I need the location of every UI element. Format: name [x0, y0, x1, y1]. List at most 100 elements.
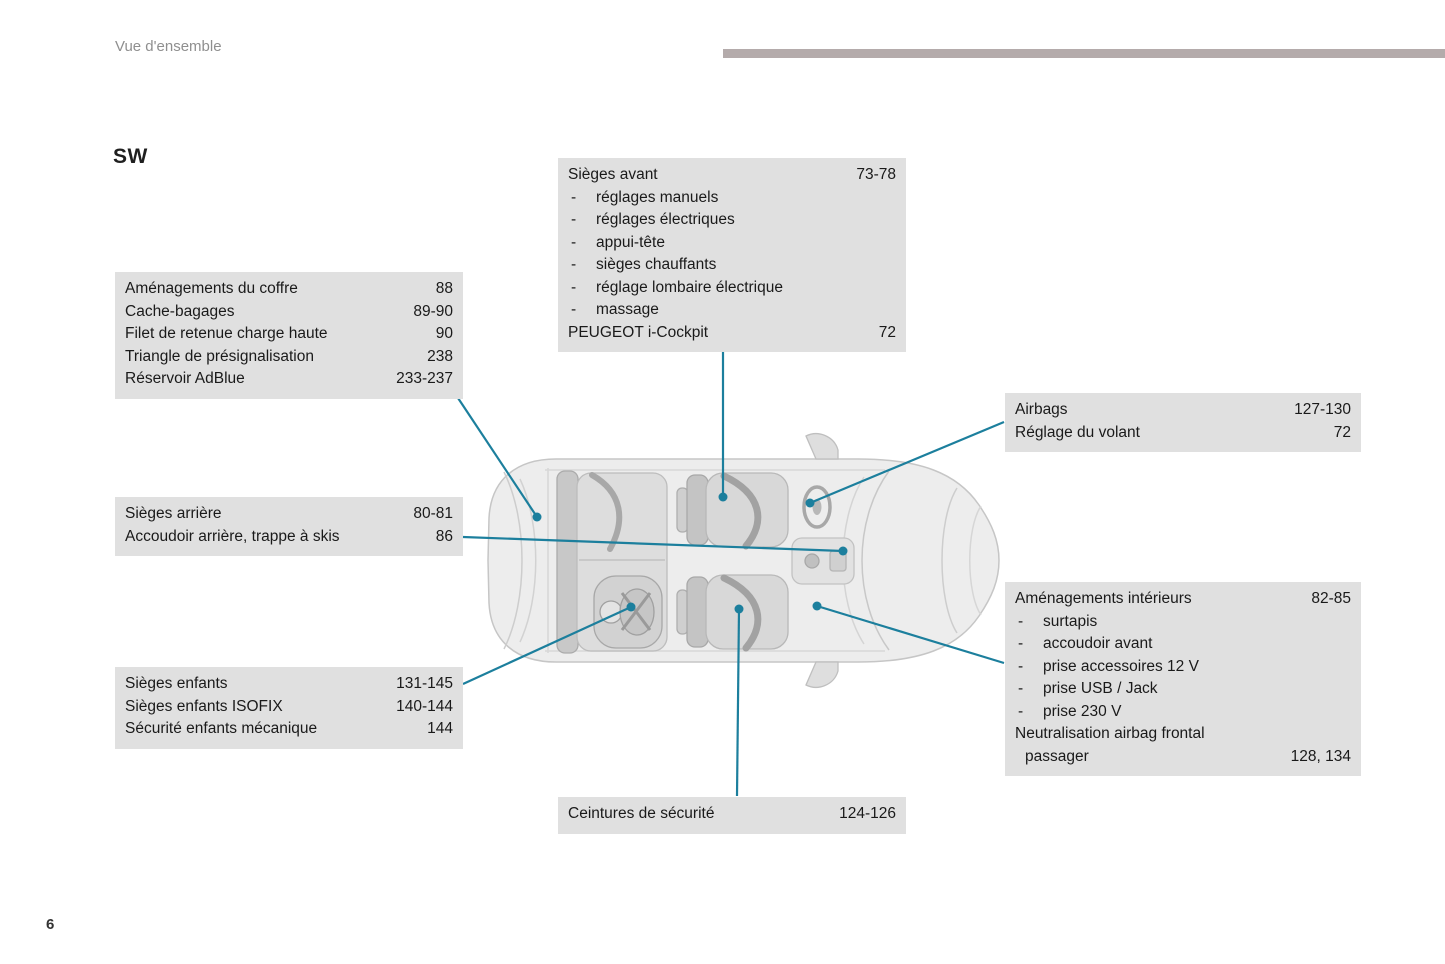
- bullet-dash: -: [1018, 612, 1024, 630]
- index-subentry: - surtapis: [1015, 611, 1351, 634]
- entry-label: appui-tête: [596, 233, 665, 251]
- entry-label: prise USB / Jack: [1043, 680, 1158, 697]
- entry-label: Cache-bagages: [125, 302, 235, 320]
- child-seat-figure: [593, 575, 663, 649]
- entry-label: Sièges enfants: [125, 675, 228, 692]
- connector-dot: [812, 601, 822, 611]
- index-subentry: - réglage lombaire électrique: [568, 277, 896, 300]
- entry-label: Triangle de présignalisation: [125, 347, 314, 365]
- bullet-dash: -: [571, 278, 577, 296]
- connector-airbags: [809, 420, 1005, 505]
- entry-label: Filet de retenue charge haute: [125, 325, 328, 342]
- bullet-dash: -: [571, 256, 577, 273]
- connector-dot: [626, 602, 636, 612]
- callout-interior: Aménagements intérieurs 82-85 - surtapis…: [1005, 582, 1361, 776]
- entry-label: Aménagements intérieurs: [1015, 590, 1192, 607]
- index-subentry: - prise 230 V: [1015, 701, 1351, 724]
- callout-seat-belts: Ceintures de sécurité 124-126: [558, 797, 906, 834]
- bullet-dash: -: [571, 188, 577, 206]
- callout-child-seats: Sièges enfants 131-145 Sièges enfants IS…: [115, 667, 463, 749]
- connector-dot: [532, 512, 542, 522]
- connector-dot: [838, 546, 848, 556]
- front-seats: [676, 472, 789, 652]
- index-subentry: - prise USB / Jack: [1015, 678, 1351, 701]
- entry-label: Airbags: [1015, 401, 1068, 418]
- entry-pages: 144: [427, 720, 453, 737]
- entry-pages: 127-130: [1294, 401, 1351, 418]
- entry-label: Sécurité enfants mécanique: [125, 720, 318, 737]
- entry-pages: 72: [1333, 423, 1351, 441]
- entry-label: massage: [596, 301, 659, 318]
- steering-wheel: [802, 485, 832, 529]
- entry-label: réglage lombaire électrique: [596, 278, 783, 296]
- bullet-dash: -: [1018, 680, 1024, 697]
- index-entry: Sièges avant 73-78: [568, 164, 896, 187]
- page-header: Vue d'ensemble: [115, 38, 222, 55]
- page-number: 6: [46, 916, 55, 933]
- index-subentry: - prise accessoires 12 V: [1015, 656, 1351, 679]
- connector-interior: [816, 604, 1005, 665]
- entry-label: réglages électriques: [596, 211, 735, 228]
- index-entry: Aménagements du coffre 88: [125, 278, 453, 301]
- header-rule-bar: [723, 49, 1445, 58]
- entry-label: Ceintures de sécurité: [568, 805, 715, 822]
- section-title: SW: [113, 145, 148, 168]
- index-entry: passager 128, 134: [1015, 746, 1351, 769]
- side-mirrors: [805, 433, 839, 688]
- index-entry: PEUGEOT i-Cockpit 72: [568, 322, 896, 345]
- entry-pages: 90: [435, 325, 453, 342]
- entry-pages: 73-78: [856, 166, 896, 183]
- index-entry: Aménagements intérieurs 82-85: [1015, 588, 1351, 611]
- callout-airbags: Airbags 127-130 Réglage du volant 72: [1005, 393, 1361, 452]
- entry-label: Aménagements du coffre: [125, 280, 298, 297]
- index-entry: Sécurité enfants mécanique 144: [125, 718, 453, 741]
- connector-dot: [718, 492, 728, 502]
- index-subentry: - réglages électriques: [568, 209, 896, 232]
- entry-label: Neutralisation airbag frontal: [1015, 725, 1205, 742]
- bullet-dash: -: [1018, 657, 1024, 675]
- entry-pages: 88: [435, 280, 453, 297]
- connector-dot: [734, 604, 744, 614]
- connector-lines: [457, 341, 1005, 797]
- bullet-dash: -: [1018, 635, 1024, 652]
- index-entry: Filet de retenue charge haute 90: [125, 323, 453, 346]
- index-entry: Sièges arrière 80-81: [125, 503, 453, 526]
- callout-rear-seats: Sièges arrière 80-81 Accoudoir arrière, …: [115, 497, 463, 556]
- index-entry: Accoudoir arrière, trappe à skis 86: [125, 526, 453, 549]
- entry-pages: 86: [435, 527, 453, 545]
- entry-pages: 131-145: [396, 675, 453, 692]
- entry-pages: 89-90: [413, 302, 453, 320]
- entry-label: Sièges enfants ISOFIX: [125, 697, 283, 715]
- entry-pages: 124-126: [839, 805, 896, 822]
- connector-rear-seats: [462, 535, 844, 553]
- center-console: [791, 537, 855, 585]
- index-entry: Réservoir AdBlue 233-237: [125, 368, 453, 391]
- index-subentry: - massage: [568, 299, 896, 322]
- connector-seat-belts: [735, 608, 741, 797]
- entry-pages: 233-237: [396, 370, 453, 387]
- index-entry: Neutralisation airbag frontal: [1015, 723, 1351, 746]
- index-entry: Ceintures de sécurité 124-126: [568, 803, 896, 826]
- index-entry: Airbags 127-130: [1015, 399, 1351, 422]
- index-subentry: - appui-tête: [568, 232, 896, 255]
- bullet-dash: -: [571, 301, 577, 318]
- index-entry: Sièges enfants 131-145: [125, 673, 453, 696]
- entry-pages: 128, 134: [1290, 747, 1351, 765]
- index-subentry: - accoudoir avant: [1015, 633, 1351, 656]
- entry-label: réglages manuels: [596, 188, 719, 206]
- index-subentry: - sièges chauffants: [568, 254, 896, 277]
- callout-front-seats: Sièges avant 73-78 - réglages manuels - …: [558, 158, 906, 352]
- connector-child-seats: [462, 606, 632, 685]
- entry-label: Sièges avant: [568, 166, 658, 183]
- entry-label: PEUGEOT i-Cockpit: [568, 323, 709, 341]
- index-subentry: - réglages manuels: [568, 187, 896, 210]
- entry-pages: 82-85: [1311, 590, 1351, 607]
- entry-pages: 80-81: [413, 505, 453, 522]
- entry-pages: 72: [878, 323, 896, 341]
- callout-trunk: Aménagements du coffre 88 Cache-bagages …: [115, 272, 463, 399]
- entry-label: passager: [1025, 747, 1089, 765]
- entry-label: Réservoir AdBlue: [125, 370, 245, 387]
- entry-label: prise 230 V: [1043, 702, 1122, 720]
